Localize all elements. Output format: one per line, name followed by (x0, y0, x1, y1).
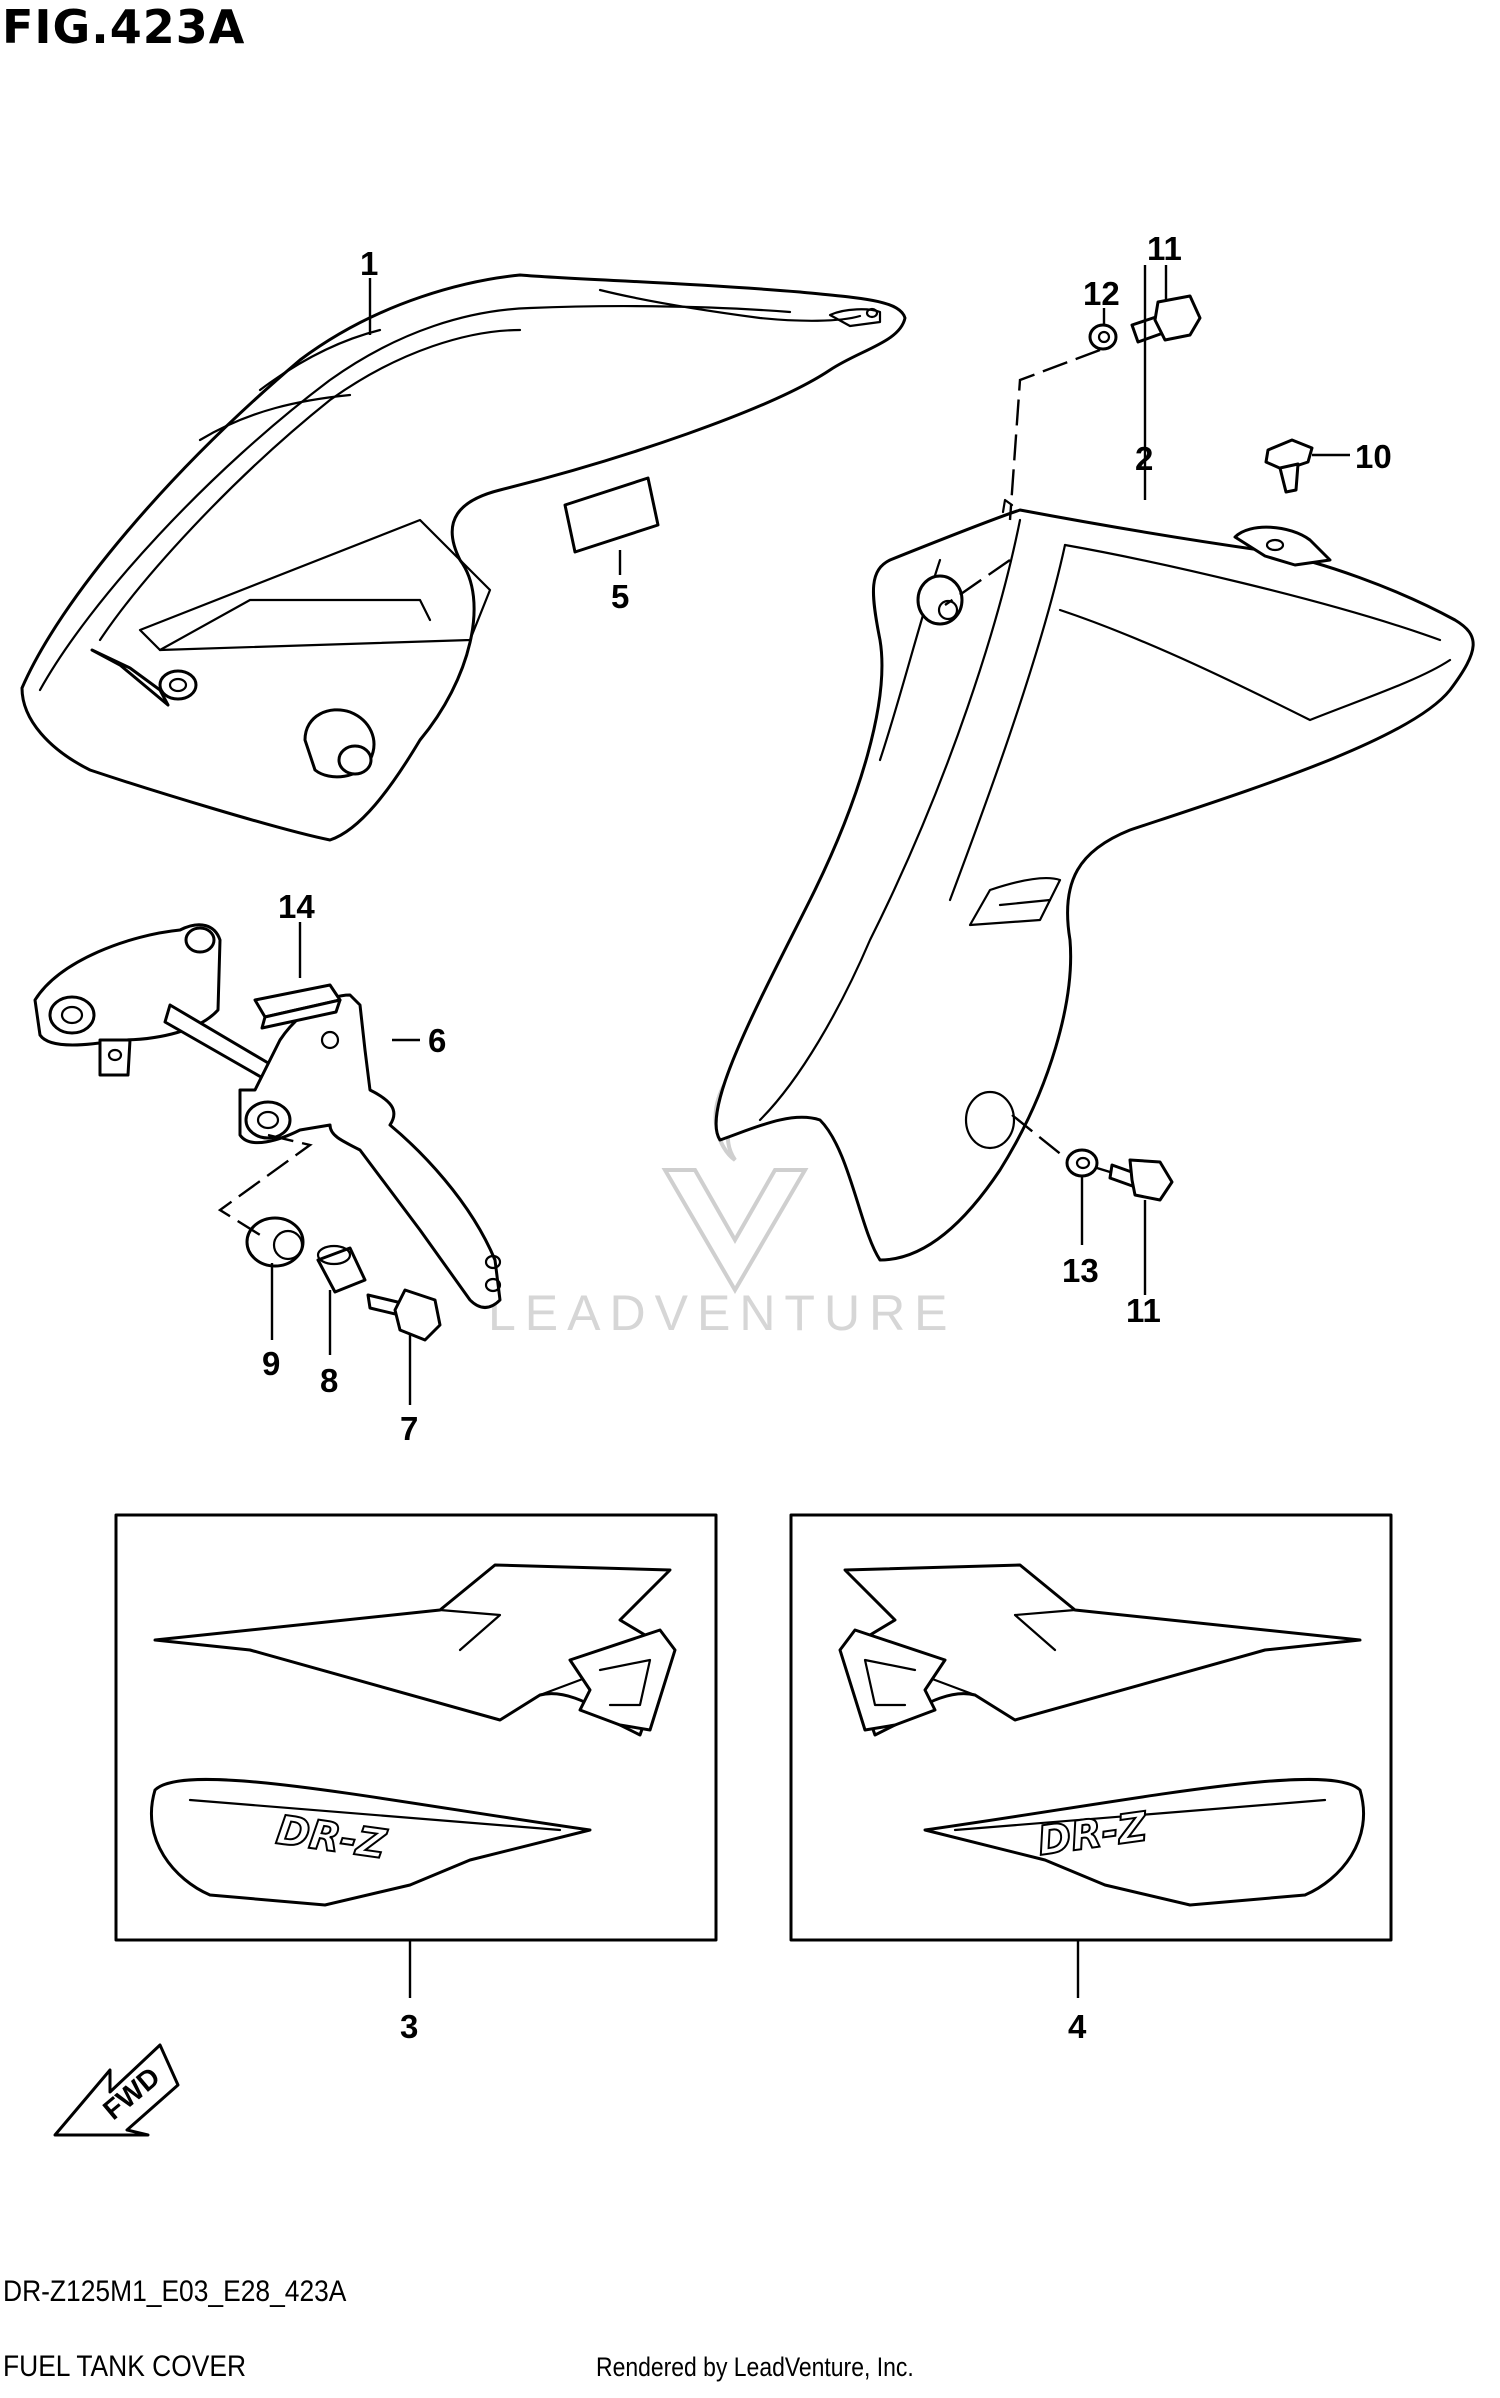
callout-11-bottom: 11 (1126, 1292, 1161, 1329)
leader-lines (270, 265, 1350, 1998)
part-5-cushion-pad[interactable] (563, 476, 660, 554)
callout-5: 5 (611, 578, 629, 615)
callout-12: 12 (1083, 275, 1120, 312)
part-1-left-tank-cover[interactable] (20, 273, 907, 842)
part-13-washer[interactable] (1065, 1148, 1099, 1178)
callout-labels: 1 2 3 4 5 6 7 8 9 10 11 11 12 13 14 (262, 230, 1392, 2045)
part-11-bolt-top[interactable] (1130, 294, 1202, 344)
callout-10: 10 (1355, 438, 1392, 475)
callout-8: 8 (320, 1362, 338, 1399)
callout-1: 1 (360, 245, 378, 282)
part-9-grommet[interactable] (245, 1216, 305, 1268)
part-8-collar[interactable] (316, 1244, 367, 1294)
part-2-right-shroud[interactable] (714, 498, 1475, 1262)
leadventure-watermark: LEADVENTURE (488, 1065, 957, 1341)
part-12-washer[interactable] (1088, 323, 1118, 351)
callout-4: 4 (1068, 2008, 1087, 2045)
callout-3: 3 (400, 2008, 418, 2045)
watermark-text: LEADVENTURE (488, 1285, 957, 1341)
figure-title: FIG.423A (2, 0, 246, 54)
fwd-arrow-icon: FWD (53, 2043, 180, 2137)
callout-13: 13 (1062, 1252, 1099, 1289)
part-11-bolt-bottom[interactable] (1108, 1158, 1174, 1202)
callout-2: 2 (1135, 440, 1153, 477)
part-6-bracket[interactable] (33, 923, 502, 1309)
model-code: DR-Z125M1_E03_E28_423A (3, 2275, 347, 2308)
callout-7: 7 (400, 1410, 418, 1447)
section-name: FUEL TANK COVER (3, 2350, 247, 2383)
callout-14: 14 (278, 888, 315, 925)
part-10-clip[interactable] (1264, 438, 1314, 494)
callout-9: 9 (262, 1345, 280, 1382)
rendered-by-credit: Rendered by LeadVenture, Inc. (596, 2352, 914, 2382)
decal-set-3-box[interactable]: DR-Z (114, 1513, 718, 1942)
assembly-lines (217, 348, 1111, 1240)
part-7-bolt[interactable] (366, 1288, 442, 1342)
decal-set-4-box[interactable]: DR-Z (789, 1513, 1393, 1942)
callout-11-top: 11 (1147, 230, 1182, 267)
callout-6: 6 (428, 1022, 446, 1059)
part-14-cushion[interactable] (253, 983, 342, 1030)
